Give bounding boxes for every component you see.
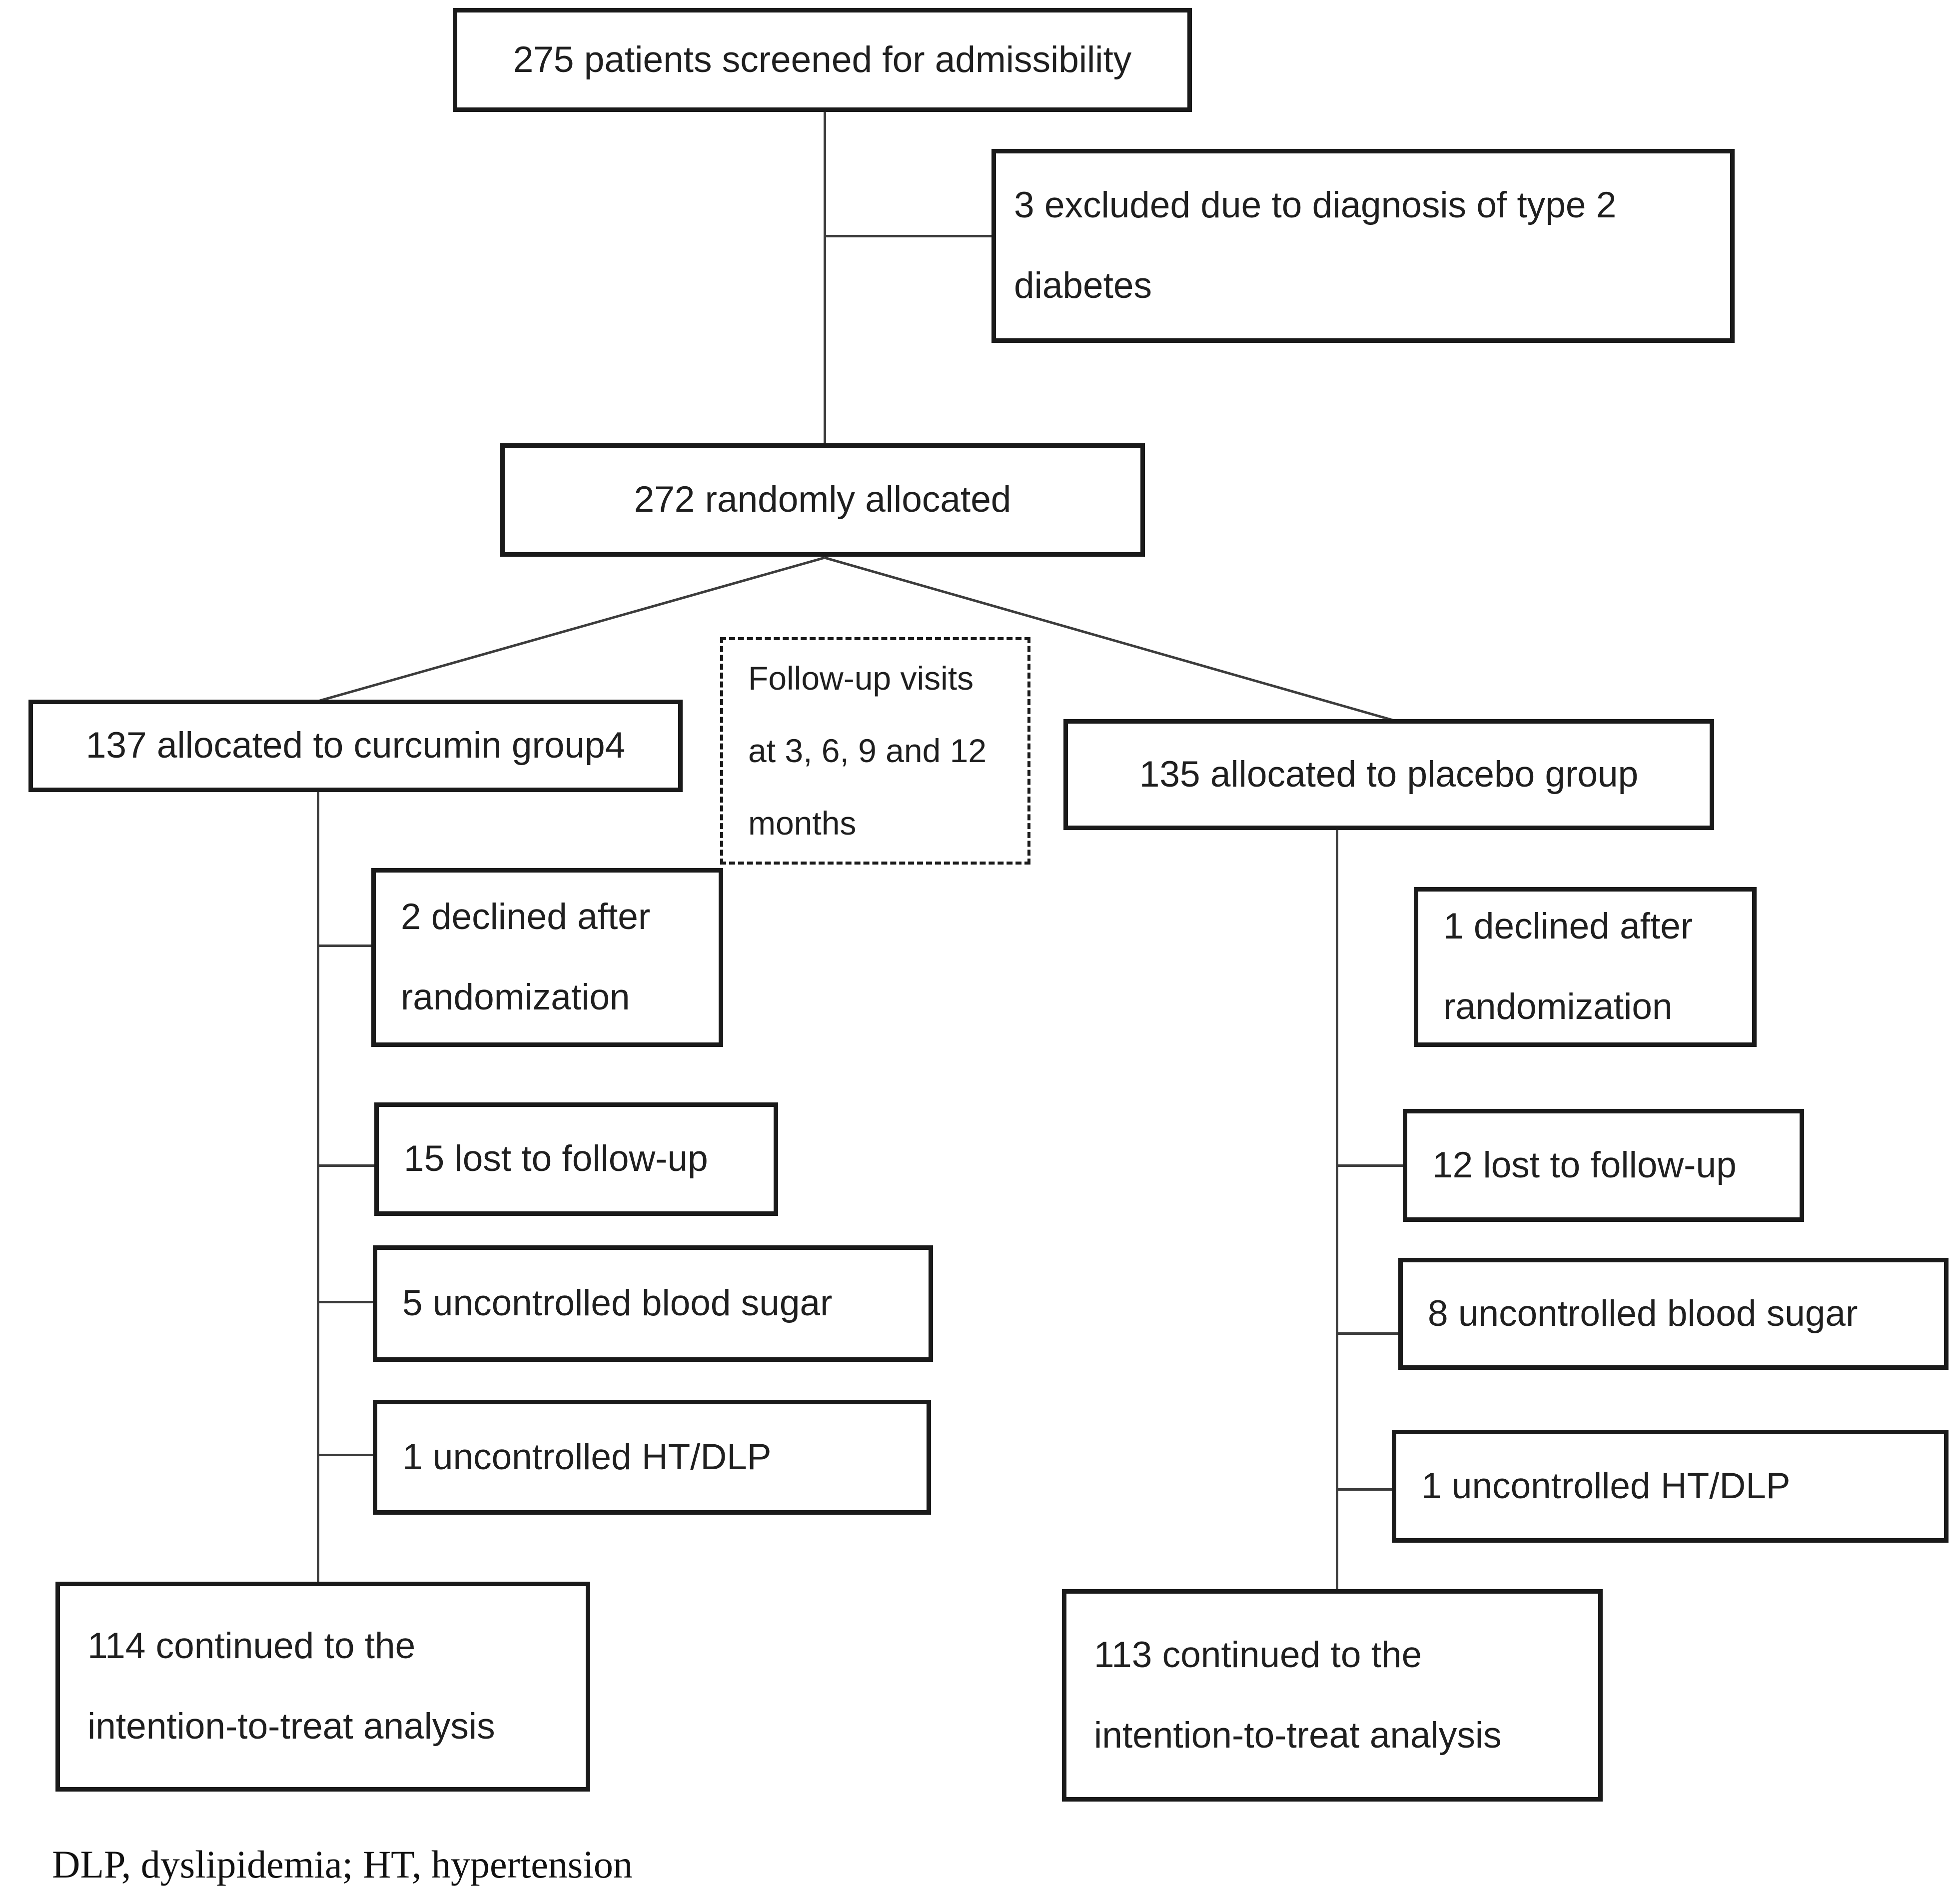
box-curcumin-continued: 114 continued to the intention-to-treat … (55, 1582, 590, 1792)
curcumin-continued-line1: 114 continued to the (87, 1626, 416, 1667)
curcumin-declined-line1: 2 declined after (401, 897, 651, 938)
connector-stub-curcumin-lost (318, 1164, 374, 1167)
connector-stub-curcumin-blood-sugar (318, 1301, 373, 1303)
box-randomized: 272 randomly allocated (500, 443, 1145, 557)
box-excluded: 3 excluded due to diagnosis of type 2 di… (991, 149, 1735, 343)
placebo-lost-label: 12 lost to follow-up (1432, 1144, 1737, 1185)
placebo-declined-line1: 1 declined after (1443, 906, 1693, 947)
followup-label-line3: months (748, 805, 857, 842)
box-curcumin-blood-sugar: 5 uncontrolled blood sugar (373, 1245, 933, 1362)
screened-label: 275 patients screened for admissibility (513, 39, 1132, 80)
connector-stub-placebo-ht-dlp (1337, 1488, 1392, 1491)
placebo-continued-line2: intention-to-treat analysis (1094, 1715, 1502, 1756)
excluded-label-line1: 3 excluded due to diagnosis of type 2 (1014, 185, 1617, 226)
placebo-declined-line2: randomization (1443, 986, 1673, 1027)
box-placebo-allocated: 135 allocated to placebo group (1063, 719, 1714, 830)
curcumin-continued-line2: intention-to-treat analysis (87, 1706, 495, 1747)
box-curcumin-allocated: 137 allocated to curcumin group4 (28, 700, 683, 792)
box-placebo-ht-dlp: 1 uncontrolled HT/DLP (1392, 1430, 1949, 1543)
connector-stub-curcumin-declined (318, 945, 371, 947)
placebo-blood-sugar-label: 8 uncontrolled blood sugar (1428, 1293, 1858, 1334)
box-curcumin-lost: 15 lost to follow-up (374, 1102, 778, 1216)
box-followup-note: Follow-up visits at 3, 6, 9 and 12 month… (720, 637, 1030, 865)
curcumin-blood-sugar-label: 5 uncontrolled blood sugar (402, 1283, 833, 1324)
placebo-ht-dlp-label: 1 uncontrolled HT/DLP (1421, 1465, 1791, 1506)
followup-label-line2: at 3, 6, 9 and 12 (748, 732, 987, 769)
box-placebo-blood-sugar: 8 uncontrolled blood sugar (1398, 1258, 1949, 1370)
box-curcumin-declined: 2 declined after randomization (371, 868, 723, 1047)
box-placebo-continued: 113 continued to the intention-to-treat … (1062, 1589, 1603, 1802)
placebo-allocated-label: 135 allocated to placebo group (1139, 754, 1639, 795)
curcumin-declined-line2: randomization (401, 977, 630, 1017)
randomized-label: 272 randomly allocated (634, 479, 1011, 520)
connector-screened-to-randomized (824, 112, 826, 443)
abbreviation-footnote: DLP, dyslipidemia; HT, hypertension (52, 1843, 633, 1886)
connector-stub-curcumin-ht-dlp (318, 1454, 373, 1456)
connector-curcumin-column (317, 792, 319, 1582)
connector-to-excluded (824, 235, 991, 237)
connector-stub-placebo-lost (1337, 1164, 1403, 1167)
curcumin-ht-dlp-label: 1 uncontrolled HT/DLP (402, 1436, 772, 1477)
curcumin-lost-label: 15 lost to follow-up (404, 1138, 708, 1179)
box-placebo-lost: 12 lost to follow-up (1403, 1109, 1804, 1222)
excluded-label-line2: diabetes (1014, 265, 1152, 306)
placebo-continued-line1: 113 continued to the (1094, 1634, 1422, 1675)
curcumin-allocated-label: 137 allocated to curcumin group4 (85, 725, 626, 766)
box-placebo-declined: 1 declined after randomization (1414, 887, 1757, 1047)
followup-label-line1: Follow-up visits (748, 659, 974, 697)
box-curcumin-ht-dlp: 1 uncontrolled HT/DLP (373, 1400, 931, 1515)
connector-placebo-column (1336, 830, 1338, 1589)
box-screened: 275 patients screened for admissibility (453, 8, 1192, 112)
connector-stub-placebo-blood-sugar (1337, 1332, 1398, 1335)
